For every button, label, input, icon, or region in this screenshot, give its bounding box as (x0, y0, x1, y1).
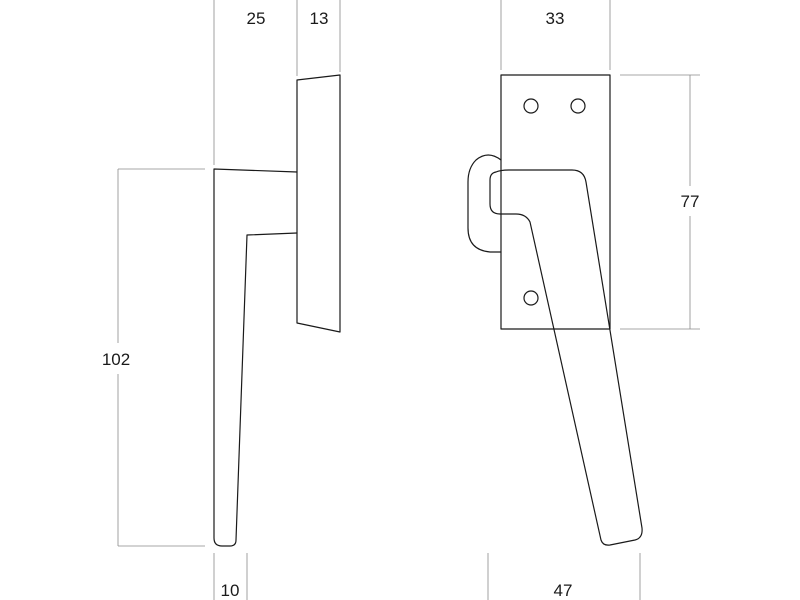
dim-label-front-height: 77 (681, 192, 700, 211)
front-view-backplate (500, 74, 611, 330)
front-view (467, 74, 643, 546)
side-view-backplate (296, 74, 341, 333)
dim-label-front-width: 33 (546, 9, 565, 28)
front-view-lever (489, 169, 643, 546)
front-view-cam (467, 154, 502, 253)
dim-label-side-depth: 25 (247, 9, 266, 28)
dim-label-side-backplate-depth: 13 (310, 9, 329, 28)
screw-hole-bottom (523, 290, 539, 306)
dim-label-side-lever-width: 10 (221, 581, 240, 600)
screw-hole-top-left (523, 98, 539, 114)
dim-label-front-lever-span: 47 (554, 581, 573, 600)
screw-hole-top-right (570, 98, 586, 114)
side-view-dimension-lines (117, 0, 341, 600)
side-view-lever (213, 168, 298, 547)
dim-label-side-height: 102 (102, 350, 130, 369)
side-view (213, 74, 341, 547)
front-view-dimension-lines (487, 0, 700, 600)
